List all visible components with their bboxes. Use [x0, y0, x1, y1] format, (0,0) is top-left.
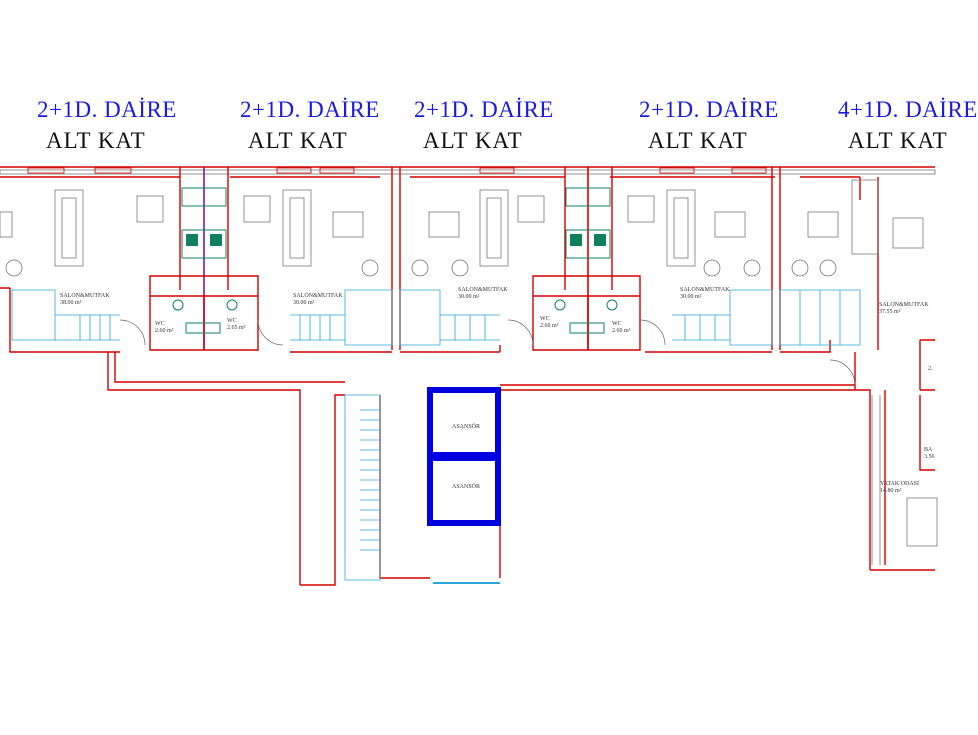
main-stair [344, 394, 381, 581]
unit-1-title: 2+1D. DAİRE [37, 97, 177, 122]
corridor-walls [107, 352, 935, 586]
window-marks [27, 167, 767, 174]
room-elevator-1: ASANSÖR [452, 424, 481, 430]
right-unit-walls [919, 339, 935, 471]
door-swings [119, 319, 856, 386]
unit-3-title: 2+1D. DAİRE [414, 97, 554, 122]
floor-plan [0, 166, 938, 586]
unit-2-floor: ALT KAT [248, 128, 348, 153]
unit-1-floor: ALT KAT [46, 128, 146, 153]
closet [871, 395, 881, 565]
room-elevator-2: ASANSÖR [452, 484, 481, 490]
unit-stairs [11, 289, 861, 346]
wc-blocks [149, 275, 641, 351]
unit-4-title: 2+1D. DAİRE [639, 97, 779, 122]
bed [906, 497, 938, 547]
unit-3-floor: ALT KAT [423, 128, 523, 153]
top-wall [0, 166, 935, 178]
corridor-strip [0, 169, 936, 175]
furniture [0, 179, 924, 277]
unit-5-title: 4+1D. DAİRE [838, 97, 978, 122]
elevator-shafts [427, 387, 501, 584]
unit-4-floor: ALT KAT [648, 128, 748, 153]
kitchen-counters [181, 187, 611, 259]
partition-walls [179, 167, 879, 350]
unit-5-floor: ALT KAT [848, 128, 948, 153]
unit-bottom-wall [0, 287, 856, 390]
room-partial: 2. [928, 366, 933, 372]
unit-2-title: 2+1D. DAİRE [240, 97, 380, 122]
